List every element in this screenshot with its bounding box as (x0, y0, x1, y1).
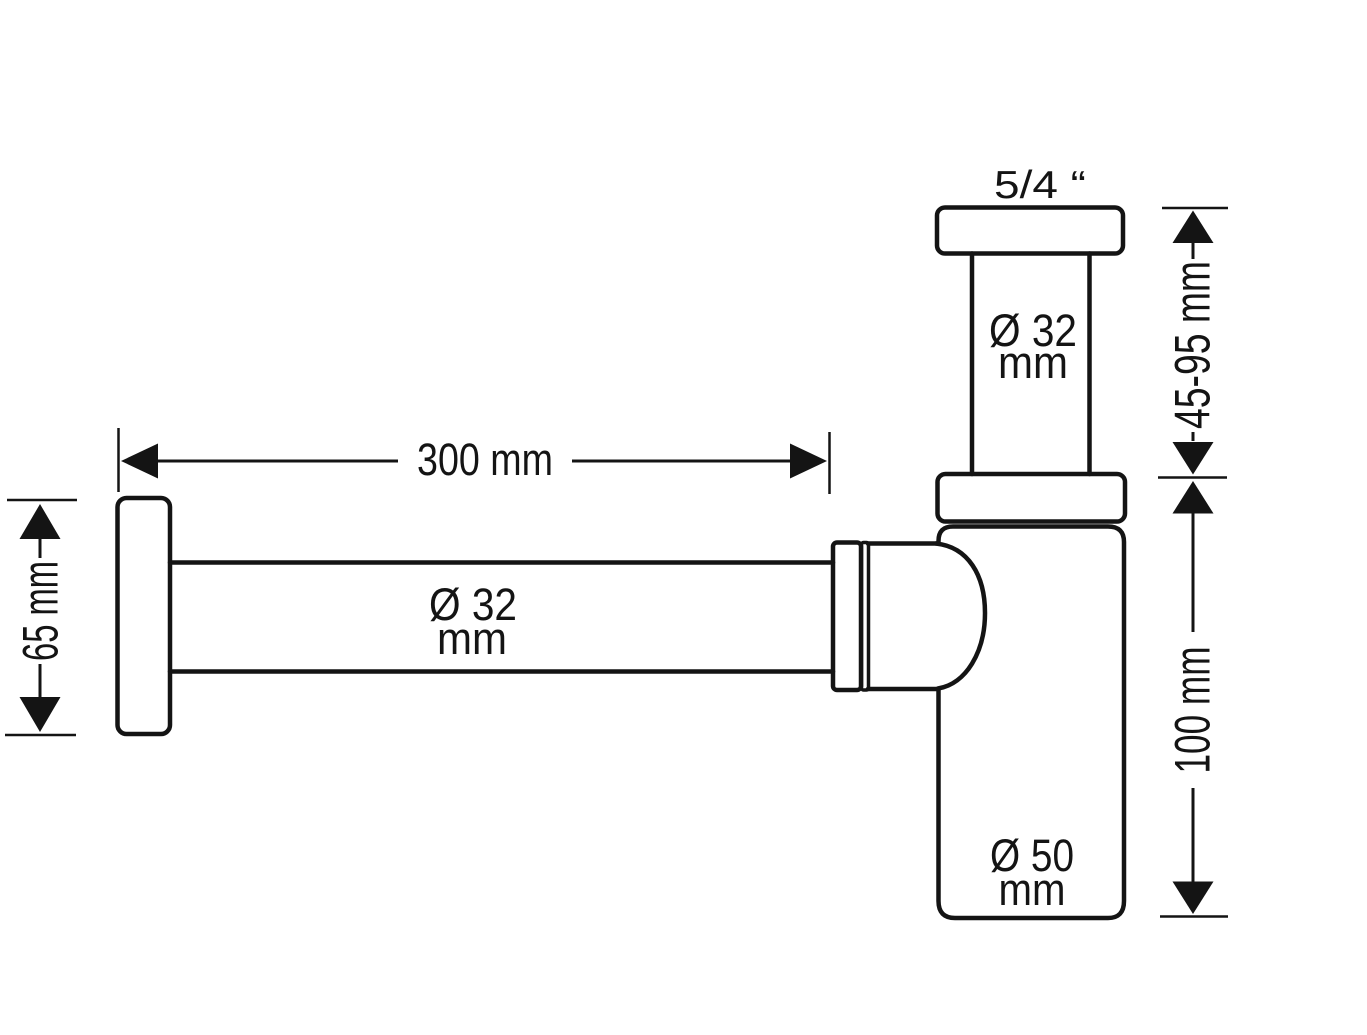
inlet-nut-band (859, 540, 871, 692)
flange-height-down-arrow-icon (19, 697, 61, 732)
dimension-body-height: 100 mm (1160, 481, 1228, 918)
trap-outlines (115, 205, 1128, 921)
body-collar-outline (935, 471, 1128, 524)
flange-height-up-arrow-icon (19, 504, 61, 539)
body-diameter-label: Ø 50 (990, 830, 1074, 881)
inlet-nut-outline (830, 540, 864, 693)
body-height-up-arrow-icon (1172, 481, 1214, 514)
trap-body-outline (936, 524, 1127, 921)
tube-length-label: 300 mm (417, 434, 553, 485)
dimension-tube-length: 300 mm (117, 428, 831, 494)
wall-flange-outline (115, 495, 173, 737)
dimension-flange-height: 65 mm (5, 498, 77, 737)
riser-diameter-unit-label: mm (998, 337, 1068, 388)
riser-height-up-arrow-icon (1172, 210, 1214, 243)
top-cap-outline (934, 205, 1126, 256)
tube-length-right-arrow-icon (790, 443, 827, 479)
part-labels: 5/4 “ Ø 32 mm Ø 32 mm Ø 50 mm (429, 164, 1086, 915)
flange-height-label: 65 mm (13, 561, 69, 661)
tube-diameter-unit-label: mm (437, 613, 507, 664)
body-height-label: 100 mm (1165, 647, 1221, 774)
elbow-dome-curve (933, 541, 988, 691)
dimension-riser-height: 45-95 mm (1158, 206, 1228, 479)
tube-length-left-arrow-icon (121, 443, 158, 479)
body-diameter-unit-label: mm (999, 864, 1066, 915)
riser-height-down-arrow-icon (1172, 442, 1214, 475)
riser-height-label: 45-95 mm (1165, 261, 1221, 429)
riser-diameter-label: Ø 32 (989, 305, 1077, 356)
tube-diameter-label: Ø 32 (429, 579, 517, 630)
body-height-down-arrow-icon (1172, 881, 1214, 914)
thread-size-label: 5/4 “ (994, 164, 1086, 207)
